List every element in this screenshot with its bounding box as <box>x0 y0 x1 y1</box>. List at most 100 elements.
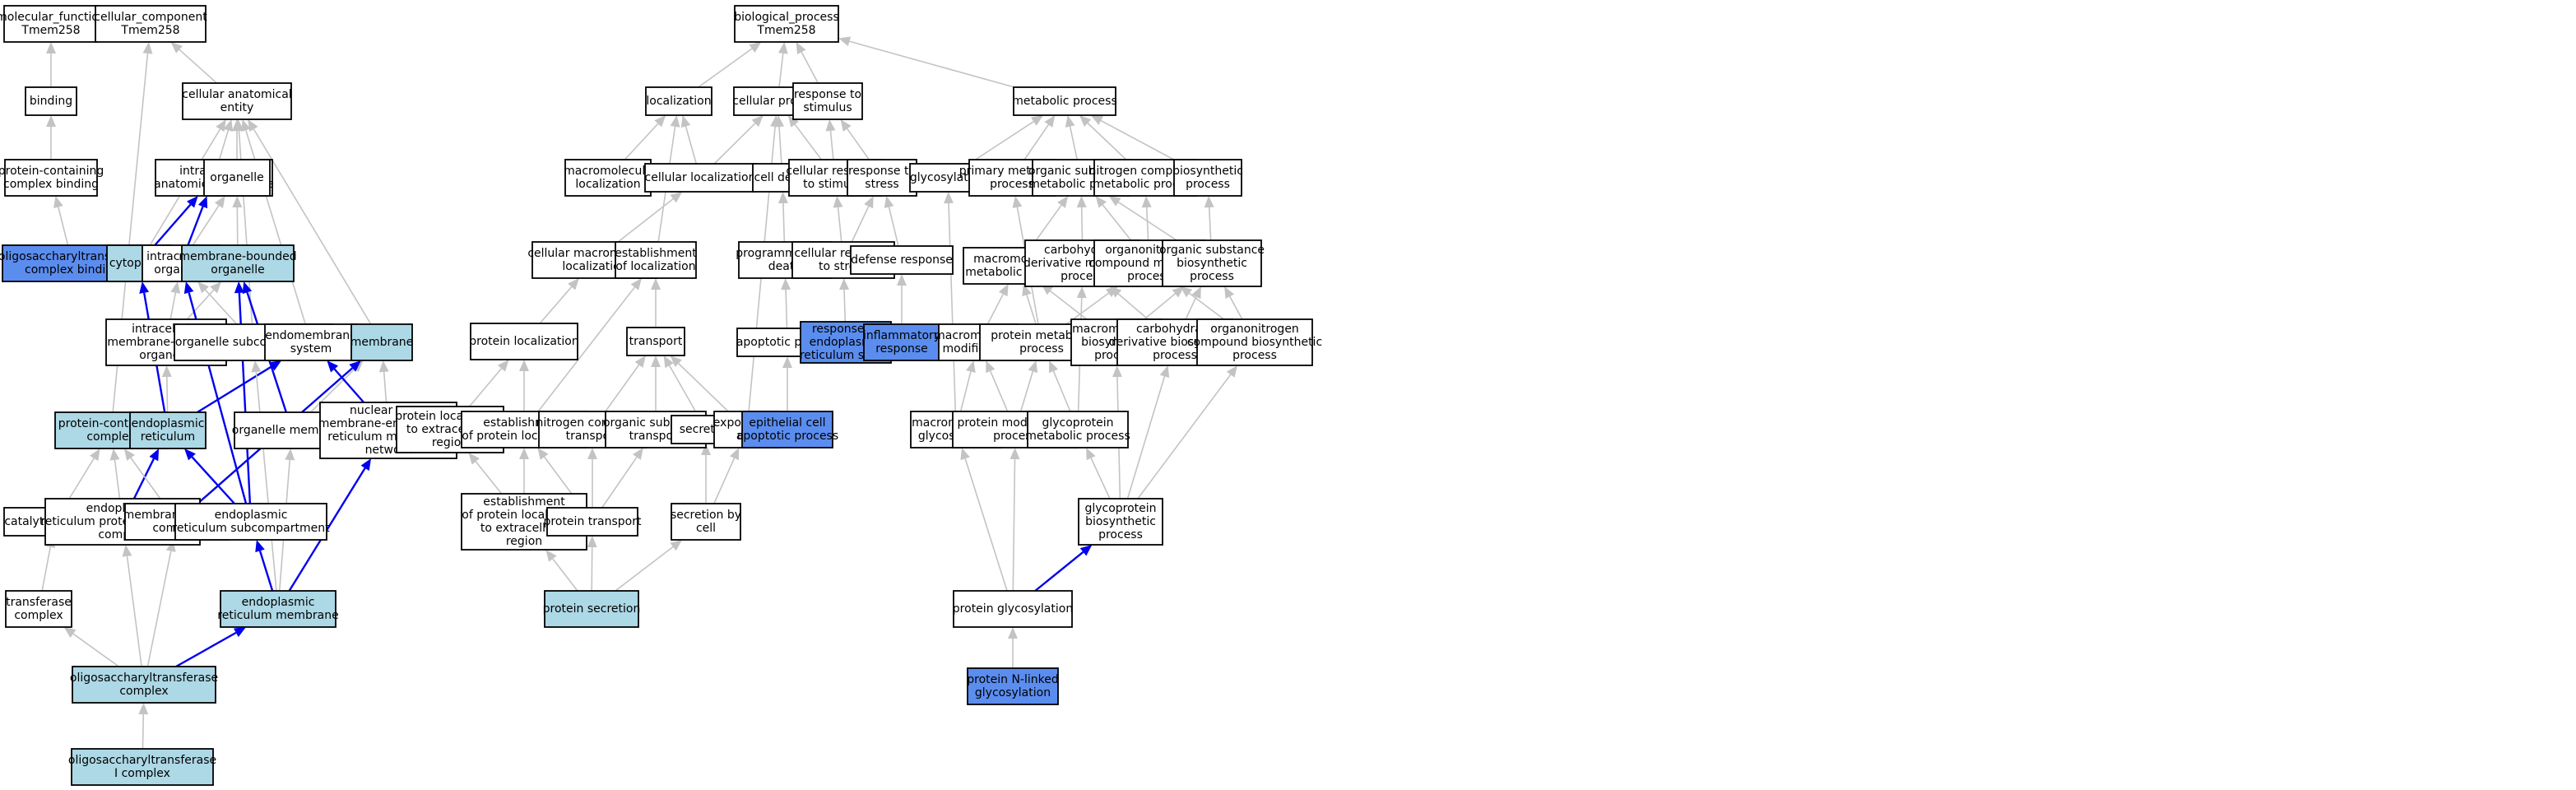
edge-line <box>468 368 503 407</box>
edge-line <box>205 289 238 325</box>
edge-arrowhead <box>839 278 850 290</box>
edge-erm-to-osub <box>251 360 277 592</box>
term-node-pglyc[interactable]: protein glycosylation <box>953 590 1073 628</box>
term-label: endomembrane <box>265 329 357 342</box>
edge-gpbp-to-onbp <box>1137 365 1238 500</box>
term-label: macromolecule <box>564 165 652 178</box>
term-label: molecular_function <box>0 11 106 24</box>
edge-rstress-to-rstim <box>840 119 870 160</box>
edge-pglyc-to-gpbp <box>1034 545 1093 592</box>
edge-line <box>1080 207 1084 241</box>
edge-nctrans-to-transport <box>605 356 646 412</box>
edge-arrowhead <box>197 196 208 209</box>
edge-arrowhead <box>897 274 907 286</box>
term-label: biosynthetic <box>1085 515 1156 528</box>
edge-osmp-to-metab <box>1065 115 1079 160</box>
edge-line <box>847 128 870 160</box>
term-box <box>847 159 917 197</box>
term-box <box>25 86 77 116</box>
edge-arrowhead <box>1095 196 1107 208</box>
term-label: transport <box>629 430 683 443</box>
term-box <box>544 590 639 628</box>
term-node-defresp[interactable]: defense response <box>850 245 954 275</box>
term-label: process <box>993 430 1037 443</box>
edge-arrowhead <box>1109 286 1122 298</box>
edge-line <box>126 555 142 667</box>
edge-cdbp-to-osbp <box>1185 286 1201 320</box>
edge-binding-to-mf-root <box>46 42 56 87</box>
edge-gpbp-to-gpmp <box>1086 448 1111 500</box>
edge-loc-to-bp-root <box>698 42 762 88</box>
edge-line <box>154 203 192 246</box>
term-node-organelle[interactable]: organelle <box>203 159 271 197</box>
edge-arrowhead <box>1224 286 1235 300</box>
term-node-cloc[interactable]: cellular localization <box>644 163 756 193</box>
edge-arrowhead <box>651 278 661 290</box>
edge-arrowhead <box>670 356 682 368</box>
term-label: process <box>1019 342 1064 356</box>
edge-line <box>218 130 230 160</box>
term-label: inflammatory <box>863 329 940 342</box>
edge-cdmp-to-osmp <box>1076 196 1087 241</box>
edge-cloc-to-loc <box>680 115 698 165</box>
term-node-binding[interactable]: binding <box>25 86 77 116</box>
term-node-psec[interactable]: protein secretion <box>543 590 641 628</box>
edge-line <box>191 456 235 504</box>
edge-er-to-imbo <box>161 365 172 413</box>
edge-arrowhead <box>234 281 244 294</box>
term-node-metab[interactable]: metabolic process <box>1012 86 1117 116</box>
term-node-ploc[interactable]: protein localization <box>469 323 579 360</box>
edge-estplocecr-to-plocecr <box>468 453 503 495</box>
edge-psec-to-secbycell <box>615 540 683 592</box>
edge-arrowhead <box>670 115 680 128</box>
edge-arrowhead <box>1108 196 1121 207</box>
edge-bsp-to-metab <box>1090 115 1175 160</box>
edge-arrowhead <box>1086 448 1096 461</box>
edge-osub-to-io <box>197 281 238 325</box>
term-label: binding <box>30 95 72 108</box>
edge-ostc1-to-ostc <box>138 703 149 750</box>
term-label: response to <box>794 88 861 101</box>
edge-arrowhead <box>53 196 63 209</box>
edge-line <box>990 370 1009 412</box>
edge-arrowhead <box>1076 286 1087 299</box>
edge-arrowhead <box>632 448 643 460</box>
term-node-membrane[interactable]: membrane <box>350 323 414 361</box>
term-node-transport[interactable]: transport <box>626 327 685 356</box>
edge-psec-to-estplocecr <box>545 550 578 592</box>
edge-pcd-to-cdeath <box>777 192 788 243</box>
term-node-ptrans[interactable]: protein transport <box>544 507 642 537</box>
term-label: of localization <box>615 260 695 273</box>
term-node-loc[interactable]: localization <box>645 86 712 116</box>
edge-line <box>1087 123 1127 160</box>
edge-crstress-to-rstress <box>851 196 874 243</box>
edge-arrowhead <box>568 278 579 290</box>
edge-arrowhead <box>1079 545 1093 556</box>
